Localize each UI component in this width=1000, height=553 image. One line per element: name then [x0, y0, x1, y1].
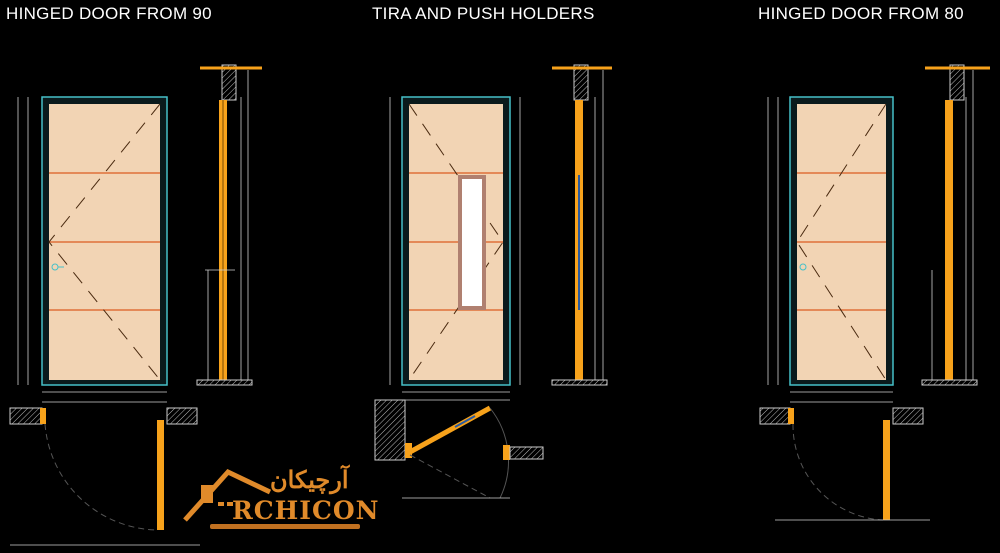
title-tira-push-holders: TIRA AND PUSH HOLDERS [372, 4, 595, 23]
door-section-center [551, 64, 612, 386]
title-hinged-door-90: HINGED DOOR FROM 90 [6, 4, 212, 23]
door-handle-icon [799, 263, 807, 271]
door-section-left [196, 64, 262, 386]
door-section-right [921, 64, 990, 386]
door-plan-left [9, 407, 200, 546]
logo-text: RCHICON [232, 496, 380, 525]
archicon-logo [183, 468, 360, 529]
title-hinged-door-80: HINGED DOOR FROM 80 [758, 4, 964, 23]
door-elevation-right [767, 96, 894, 403]
door-plan-right [759, 407, 930, 521]
door-elevation-left [17, 96, 168, 403]
door-elevation-center [389, 96, 521, 401]
door-plan-center [374, 399, 544, 499]
logo-text-persian: آرچیکان [270, 467, 349, 494]
